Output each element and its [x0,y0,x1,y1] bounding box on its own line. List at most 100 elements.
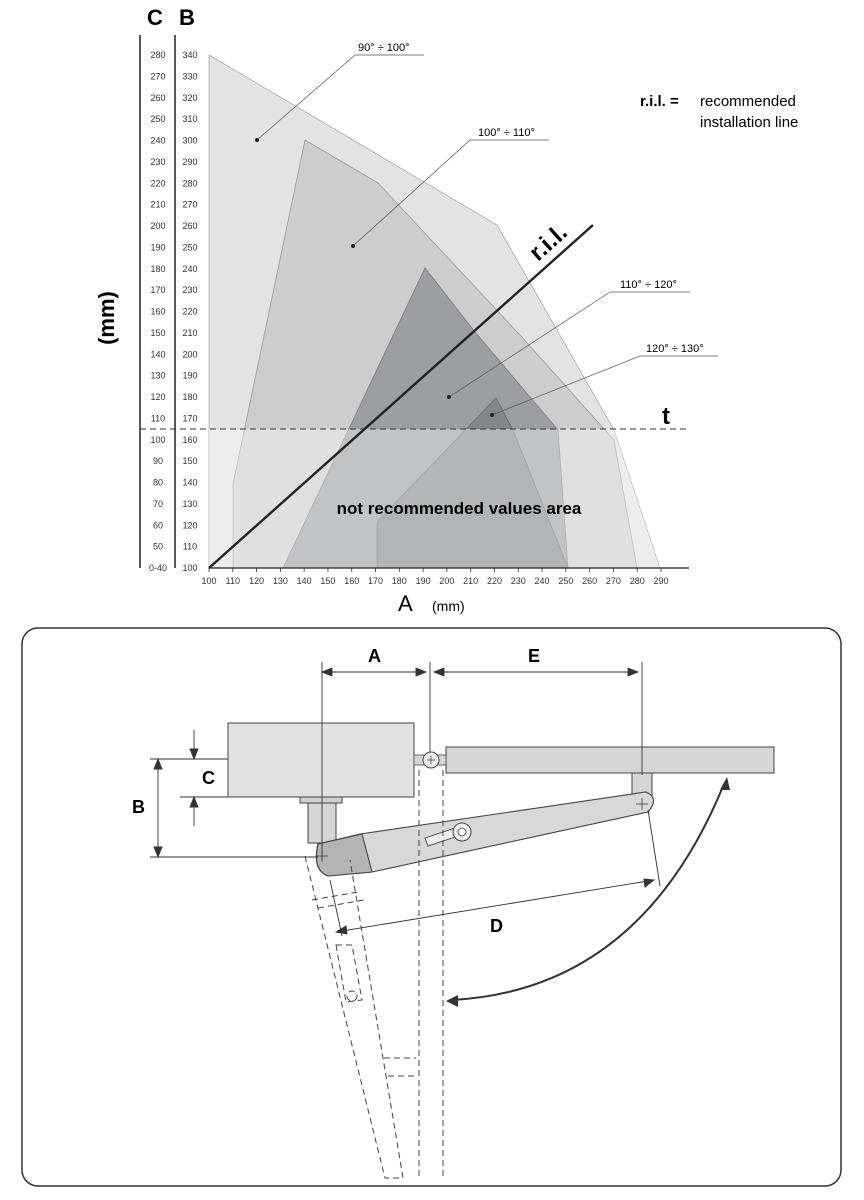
c-axis-tick: 200 [150,221,165,231]
x-axis-tick: 290 [653,576,668,586]
x-axis-tick: 100 [201,576,216,586]
angle-zones-chart: 280 270 260 250 240 230 220 210 200 190 180 170 160 1… [94,5,798,616]
motor-head [315,833,373,877]
b-column-header: B [179,5,195,30]
x-axis-tick: 120 [249,576,264,586]
zone-leaders [256,54,718,416]
b-axis-tick: 190 [182,371,197,381]
x-axis-letter: A [398,591,413,616]
c-axis-tick: 160 [150,307,165,317]
c-axis-tick: 130 [150,371,165,381]
installation-drawing: A E C B D [21,627,842,1187]
c-axis-tick: 230 [150,157,165,167]
ril-line [208,224,594,569]
b-axis-tick: 250 [182,242,197,252]
x-axis-tick: 150 [320,576,335,586]
b-axis-tick: 140 [182,478,197,488]
b-axis-tick: 150 [182,456,197,466]
swing-arc [451,783,725,1001]
legend-line1: recommended [700,93,796,110]
c-axis-tick: 280 [150,50,165,60]
b-axis-tick: 240 [182,264,197,274]
b-axis-tick: 100 [182,563,197,573]
c-axis-tick: 170 [150,285,165,295]
c-axis-tick: 100 [150,435,165,445]
x-axis-tick: 130 [273,576,288,586]
drawing-frame [21,627,842,1187]
x-axis-tick: 210 [463,576,478,586]
c-axis-tick: 220 [150,178,165,188]
c-axis-tick: 0-40 [149,563,167,573]
b-axis-tick: 290 [182,157,197,167]
c-axis-tick: 110 [151,413,165,423]
y-unit-label: (mm) [94,291,119,345]
dim-label-a: A [368,646,381,666]
b-axis-tick: 180 [182,392,197,402]
c-axis-tick: 90 [153,456,163,466]
b-axis-tick: 260 [182,221,197,231]
dim-label-e: E [528,646,540,666]
x-axis-tick: 230 [511,576,526,586]
b-axis-tick: 220 [182,307,197,317]
x-axis-tick: 220 [487,576,502,586]
release-key-icon [424,822,472,847]
b-axis-tick: 300 [182,136,197,146]
not-recommended-overlay [209,429,689,568]
zone-label-110-120: 110° ÷ 120° [620,279,677,291]
pillar [227,722,415,798]
c-axis-tick: 260 [150,93,165,103]
x-axis-tick: 170 [368,576,383,586]
legend-line2: installation line [700,114,798,131]
c-axis-tick: 120 [150,392,165,402]
b-axis-tick: 170 [182,413,197,423]
b-axis-tick: 320 [182,93,197,103]
x-axis-tick: 280 [630,576,645,586]
dim-label-b: B [132,797,145,817]
x-axis-tick: 160 [344,576,359,586]
b-axis-tick: 330 [182,71,197,81]
x-axis-tick: 110 [226,576,240,586]
x-axis-tick: 140 [297,576,312,586]
c-axis-tick: 50 [153,542,163,552]
ril-label: r.i.l. [524,219,573,267]
c-axis-ticks: 280 270 260 250 240 230 220 210 200 190 180 170 160 1… [149,50,167,573]
c-axis-tick: 80 [153,478,163,488]
c-axis-tick: 270 [150,71,165,81]
gate-leaf [445,746,775,774]
legend-abbr: r.i.l. = [640,93,679,110]
dim-label-d: D [490,916,503,936]
x-axis-tick: 180 [392,576,407,586]
dim-label-c: C [202,768,215,788]
zone-label-90-100: 90° ÷ 100° [358,42,410,54]
c-axis-tick: 150 [150,328,165,338]
b-axis-tick: 230 [182,285,197,295]
b-axis-tick: 210 [182,328,197,338]
c-axis-tick: 240 [150,136,165,146]
c-axis-tick: 210 [150,200,165,210]
b-axis-tick: 120 [182,520,197,530]
x-axis-unit: (mm) [432,598,465,614]
c-axis-tick: 140 [150,349,165,359]
b-axis-tick: 200 [182,349,197,359]
b-axis-tick: 130 [182,499,197,509]
dimension-lines [150,662,661,937]
b-axis-tick: 340 [182,50,197,60]
b-axis-ticks: 3403303203103002902802702602502402302202… [182,50,197,573]
c-axis-tick: 60 [153,520,163,530]
pillar-bracket [299,796,343,804]
c-axis-tick: 180 [150,264,165,274]
zone-label-120-130: 120° ÷ 130° [646,343,704,355]
b-axis-tick: 110 [183,542,197,552]
x-axis-tick: 250 [558,576,573,586]
zone-label-100-110: 100° ÷ 110° [478,127,535,139]
b-axis-tick: 310 [182,114,197,124]
open-position-outline [304,770,444,1180]
c-column-header: C [147,5,163,30]
c-axis-tick: 250 [150,114,165,124]
c-axis-tick: 190 [150,242,165,252]
x-axis-tick: 190 [416,576,431,586]
b-axis-tick: 160 [182,435,197,445]
x-axis-tick: 260 [582,576,597,586]
